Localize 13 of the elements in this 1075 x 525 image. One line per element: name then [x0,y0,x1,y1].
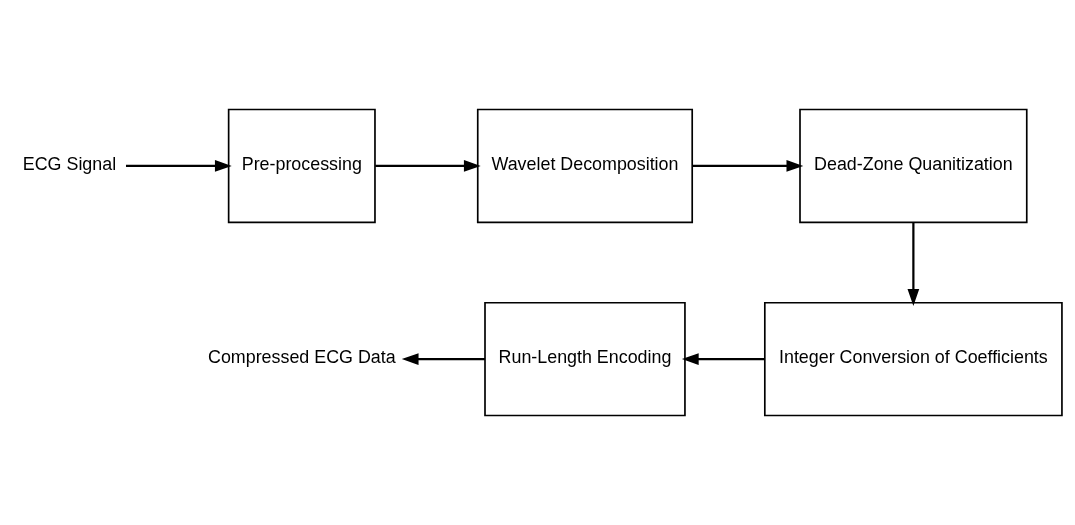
node-box: Dead-Zone Quanitization [799,108,1028,224]
node-box: Integer Conversion of Coefficients [763,301,1063,417]
arrow [681,353,765,365]
node-text: Compressed ECG Data [208,347,396,368]
arrow [126,160,232,172]
arrow [907,222,920,306]
arrow [401,353,485,365]
arrow [375,160,481,172]
node-box: Wavelet Decomposition [476,108,694,224]
node-box: Pre-processing [227,108,376,224]
node-text: ECG Signal [22,154,117,175]
arrow [692,160,804,172]
node-box: Run-Length Encoding [484,301,686,417]
